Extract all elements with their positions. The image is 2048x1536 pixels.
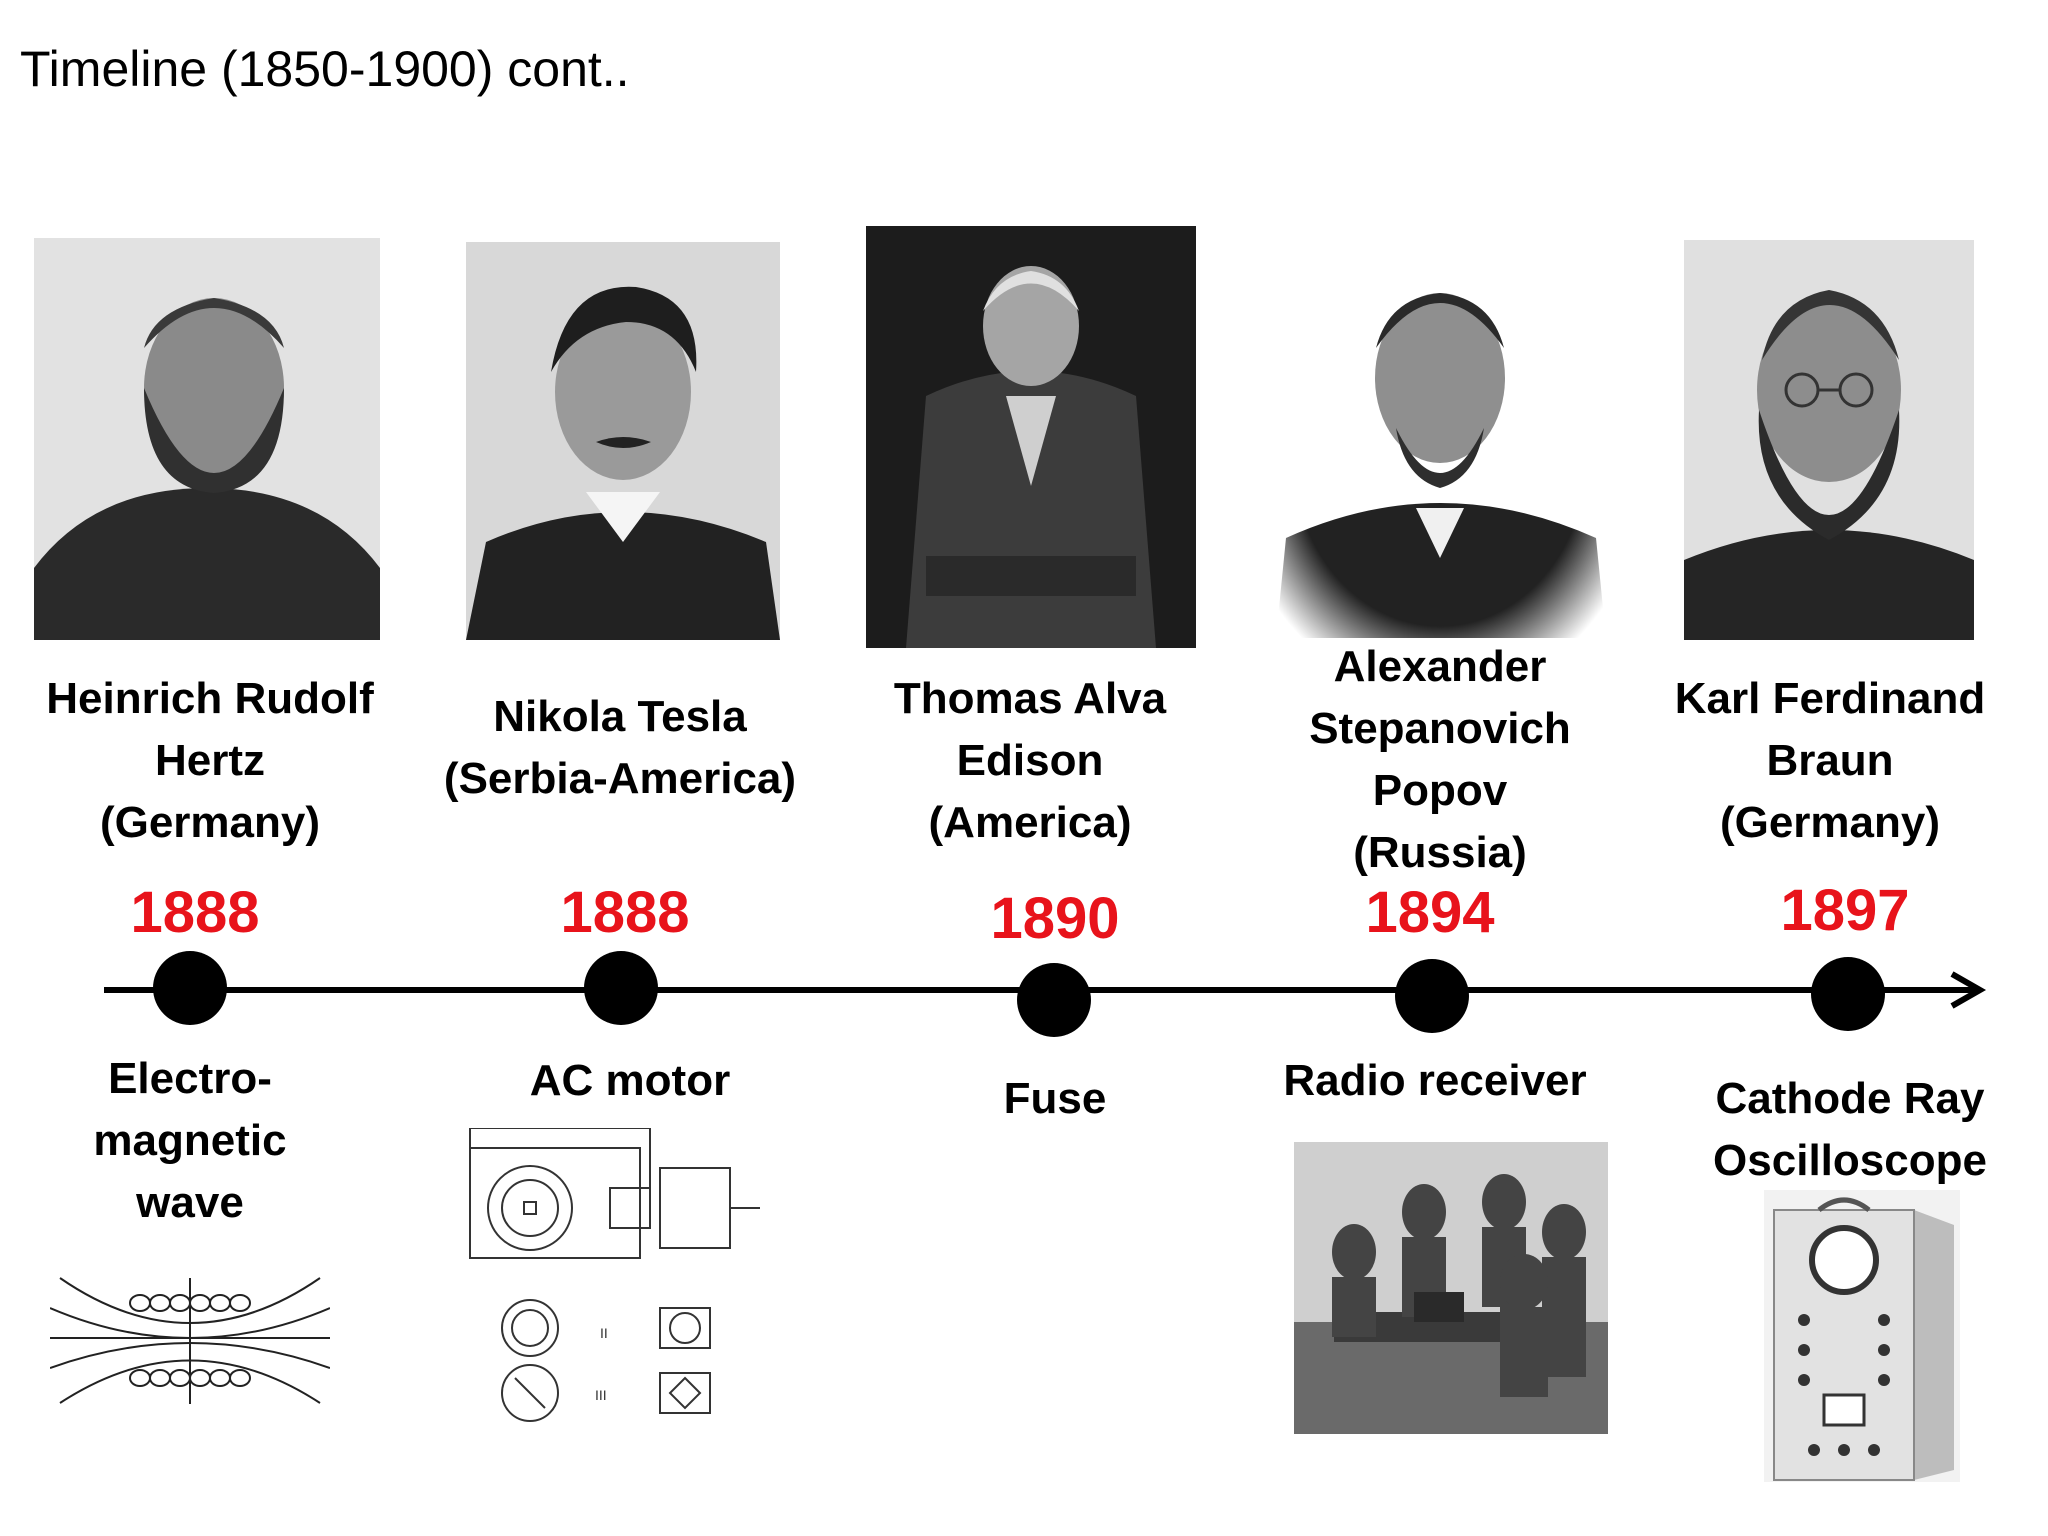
svg-text:II: II	[600, 1325, 608, 1341]
tesla-portrait	[466, 242, 780, 640]
invention-hertz: Electro- magnetic wave	[93, 1054, 287, 1227]
electromagnetic-field-diagram	[50, 1258, 330, 1424]
timeline-dot-1897	[1811, 957, 1885, 1031]
svg-text:III: III	[595, 1387, 607, 1403]
name-popov: Alexander Stepanovich Popov (Russia)	[1309, 642, 1571, 877]
ac-motor-diagram: II III	[460, 1128, 770, 1424]
timeline-dot-1888-hertz	[153, 951, 227, 1025]
timeline-dot-1888-tesla	[584, 951, 658, 1025]
timeline-dot-1890	[1017, 963, 1091, 1037]
popov-portrait	[1266, 238, 1614, 638]
year-edison: 1890	[990, 886, 1120, 951]
invention-tesla: AC motor	[529, 1056, 731, 1105]
name-edison: Thomas Alva Edison (America)	[893, 674, 1167, 847]
name-braun: Karl Ferdinand Braun (Germany)	[1674, 674, 1986, 847]
edison-portrait	[866, 226, 1196, 648]
timeline-dot-1894	[1395, 959, 1469, 1033]
year-hertz: 1888	[130, 880, 260, 945]
name-hertz: Heinrich Rudolf Hertz (Germany)	[46, 674, 374, 847]
invention-edison: Fuse	[1003, 1074, 1107, 1123]
slide-title: Timeline (1850-1900) cont..	[20, 41, 630, 97]
year-popov: 1894	[1365, 880, 1495, 945]
hertz-portrait	[34, 238, 380, 640]
year-braun: 1897	[1780, 878, 1910, 943]
invention-braun: Cathode Ray Oscilloscope	[1713, 1074, 1987, 1185]
name-tesla: Nikola Tesla (Serbia-America)	[443, 692, 797, 803]
braun-portrait	[1684, 240, 1974, 640]
year-tesla: 1888	[560, 880, 690, 945]
oscilloscope-photo	[1764, 1190, 1960, 1482]
invention-popov: Radio receiver	[1283, 1056, 1587, 1105]
radio-receiver-engraving	[1294, 1142, 1608, 1434]
